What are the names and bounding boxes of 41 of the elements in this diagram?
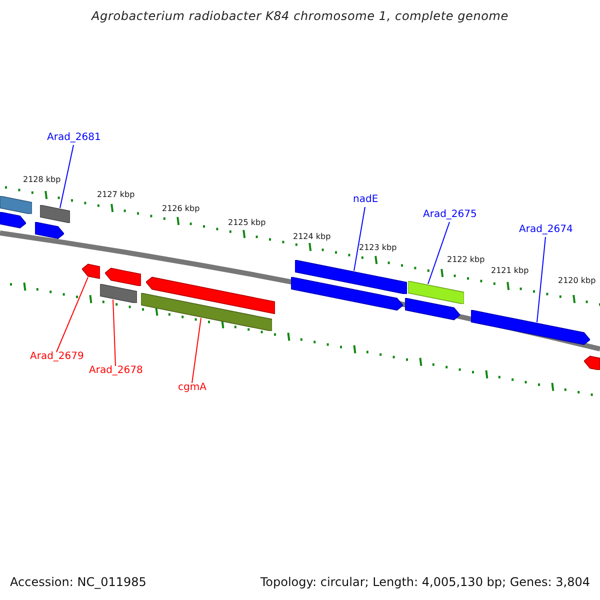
gene-bar <box>0 196 32 214</box>
gene-bar <box>40 205 70 223</box>
gene-bar <box>408 281 464 304</box>
gene-label: nadE <box>353 194 378 205</box>
gene-label: Arad_2679 <box>30 351 84 362</box>
scale-label: 2124 kbp <box>293 232 331 241</box>
gene-bar <box>141 293 272 332</box>
gene-block <box>584 355 600 370</box>
scale-label: 2121 kbp <box>491 266 529 275</box>
gene-label: cgmA <box>178 382 206 393</box>
gene-label: Arad_2675 <box>423 209 477 220</box>
gene-label: Arad_2674 <box>519 224 573 235</box>
leader-line <box>56 276 88 352</box>
leader-line <box>428 222 450 284</box>
accession-text: Accession: NC_011985 <box>10 575 146 589</box>
gene-block <box>146 276 275 314</box>
genome-title: Agrobacterium radiobacter K84 chromosome 1, complete genome <box>90 9 510 23</box>
scale-label: 2122 kbp <box>447 255 485 264</box>
scale-label: 2125 kbp <box>228 218 266 227</box>
gene-block <box>105 267 141 286</box>
gene-block <box>0 212 26 230</box>
scale-label: 2127 kbp <box>97 190 135 199</box>
gene-bar <box>295 260 407 294</box>
gene-label: Arad_2678 <box>89 365 143 376</box>
scale-label: 2126 kbp <box>162 204 200 213</box>
gene-block <box>471 310 590 346</box>
genome-info-text: Topology: circular; Length: 4,005,130 bp; Genes: 3,804 <box>260 575 590 589</box>
leader-line <box>354 206 366 272</box>
scale-label: 2128 kbp <box>23 175 61 184</box>
leader-line <box>60 144 74 208</box>
gene-block <box>82 263 100 279</box>
scale-label: 2123 kbp <box>359 243 397 252</box>
gene-label: Arad_2681 <box>47 132 101 143</box>
gene-block <box>35 222 64 240</box>
scale-label: 2120 kbp <box>558 276 596 285</box>
leader-line <box>112 299 116 366</box>
leader-line <box>536 236 546 323</box>
gene-block <box>291 277 403 312</box>
gene-bar <box>100 284 137 304</box>
gene-block <box>405 298 460 321</box>
leader-line <box>192 318 202 384</box>
